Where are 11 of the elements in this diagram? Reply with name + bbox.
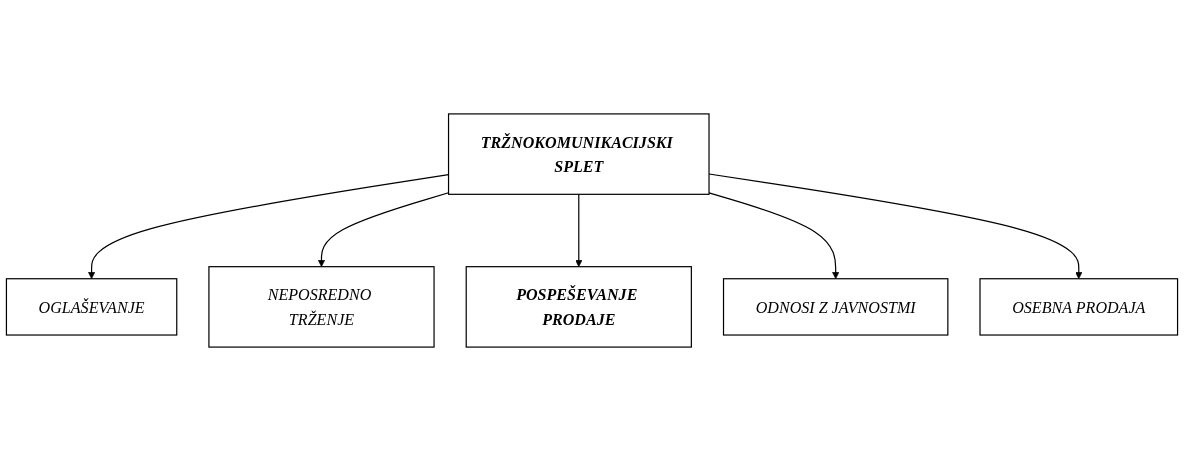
- arrow: [88, 173, 450, 280]
- arrow: [708, 192, 840, 280]
- node-box: ODNOSI Z JAVNOSTMI: [722, 278, 949, 336]
- node-box: NEPOSREDNO TRŽENJE: [208, 266, 435, 348]
- node-box: OGLAŠEVANJE: [5, 278, 178, 336]
- arrow: [708, 173, 1083, 280]
- node-box: TRŽNOKOMUNIKACIJSKI SPLET: [447, 113, 710, 195]
- arrow: [575, 193, 583, 267]
- node-box: POSPEŠEVANJE PRODAJE: [465, 266, 692, 348]
- arrow: [317, 192, 450, 267]
- node-box: OSEBNA PRODAJA: [979, 278, 1179, 336]
